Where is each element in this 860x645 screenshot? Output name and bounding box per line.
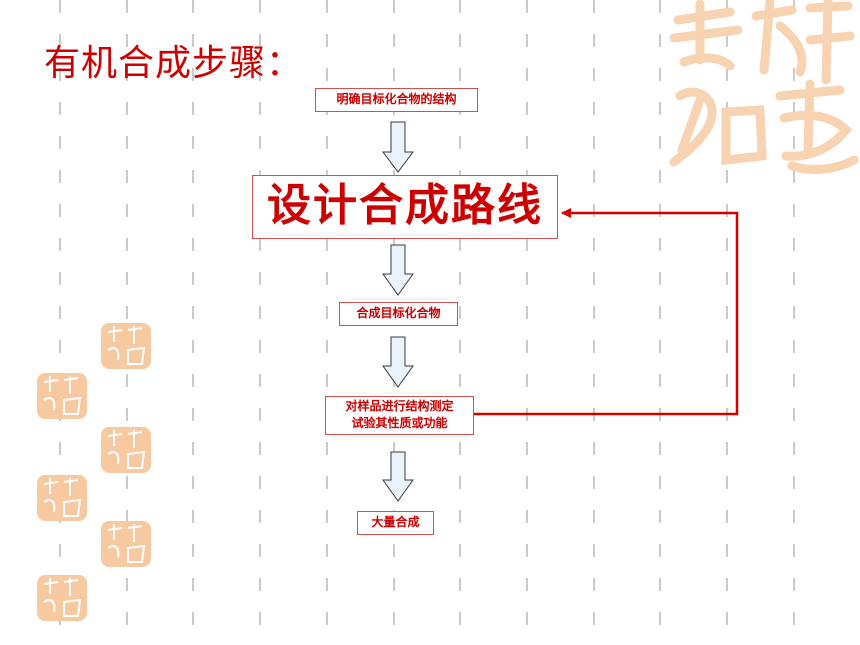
step-structure-test-line-2: 试验其性质或功能 [351,416,448,430]
step-synthesize-target: 合成目标化合物 [339,302,458,326]
calligraphy-seal-small-6 [37,575,87,621]
step-structure-test: 对样品进行结构测定 试验其性质或功能 [325,396,474,435]
down-arrow-3 [382,336,414,388]
step-structure-test-line-1: 对样品进行结构测定 [345,399,454,413]
step-define-target-structure: 明确目标化合物的结构 [315,88,478,112]
calligraphy-seal-large [669,0,859,174]
feedback-loop-arrow [474,208,739,416]
calligraphy-seal-small-5 [101,521,151,567]
step-mass-production: 大量合成 [357,511,434,535]
calligraphy-seal-small-4 [37,475,87,521]
calligraphy-seal-small-2 [37,373,87,419]
down-arrow-1 [382,121,414,173]
slide-title: 有机合成步骤： [44,43,304,84]
calligraphy-seal-small-3 [101,427,151,473]
calligraphy-seal-small-1 [101,323,151,369]
step-design-synthesis-route: 设计合成路线 [252,175,558,239]
down-arrow-4 [382,451,414,502]
down-arrow-2 [382,244,414,296]
